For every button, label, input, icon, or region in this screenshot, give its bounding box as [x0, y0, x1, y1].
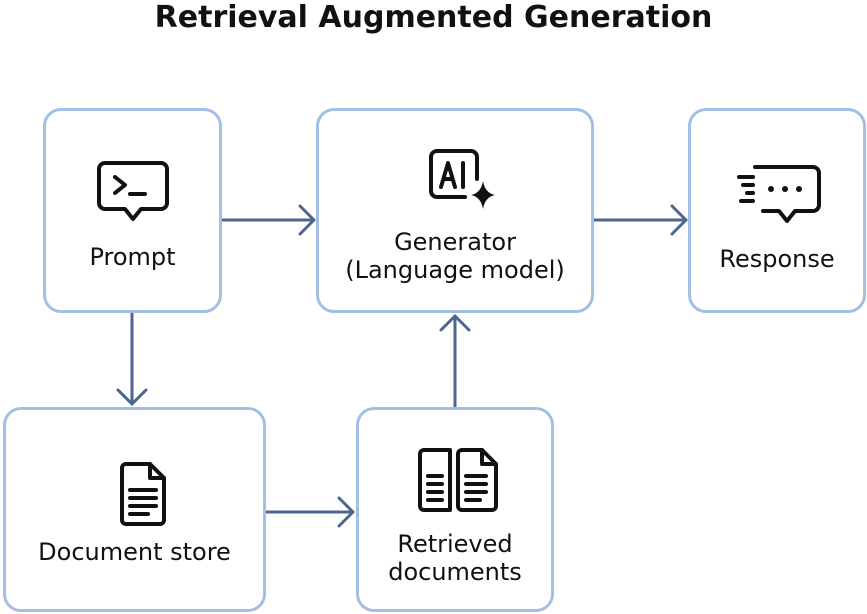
response-label: Response — [719, 245, 835, 273]
terminal-chat-icon — [97, 161, 169, 221]
response-node: Response — [688, 108, 866, 313]
arrow-prompt-to-document-store — [116, 312, 148, 406]
document-icon — [120, 462, 166, 526]
document-store-node: Document store — [3, 407, 266, 612]
generator-node: Generator (Language model) — [316, 108, 594, 313]
typing-message-icon — [737, 165, 821, 223]
prompt-node: Prompt — [43, 108, 222, 313]
two-documents-icon — [418, 448, 498, 512]
document-store-label: Document store — [38, 538, 231, 566]
arrow-document-store-to-retrieved — [264, 496, 355, 528]
retrieved-label-line1: Retrieved — [397, 530, 513, 558]
diagram-title: Retrieval Augmented Generation — [154, 0, 713, 35]
generator-label: Generator (Language model) — [319, 228, 591, 284]
prompt-label: Prompt — [89, 243, 176, 271]
ai-sparkle-icon — [429, 149, 495, 209]
arrow-generator-to-response — [592, 204, 688, 236]
retrieved-label-line2: documents — [388, 558, 522, 586]
generator-label-line2: (Language model) — [345, 256, 565, 284]
arrow-retrieved-to-generator — [439, 314, 471, 409]
retrieved-documents-node: Retrieved documents — [356, 407, 554, 612]
arrow-prompt-to-generator — [220, 204, 316, 236]
generator-label-line1: Generator — [394, 228, 516, 256]
retrieved-documents-label: Retrieved documents — [359, 530, 551, 586]
